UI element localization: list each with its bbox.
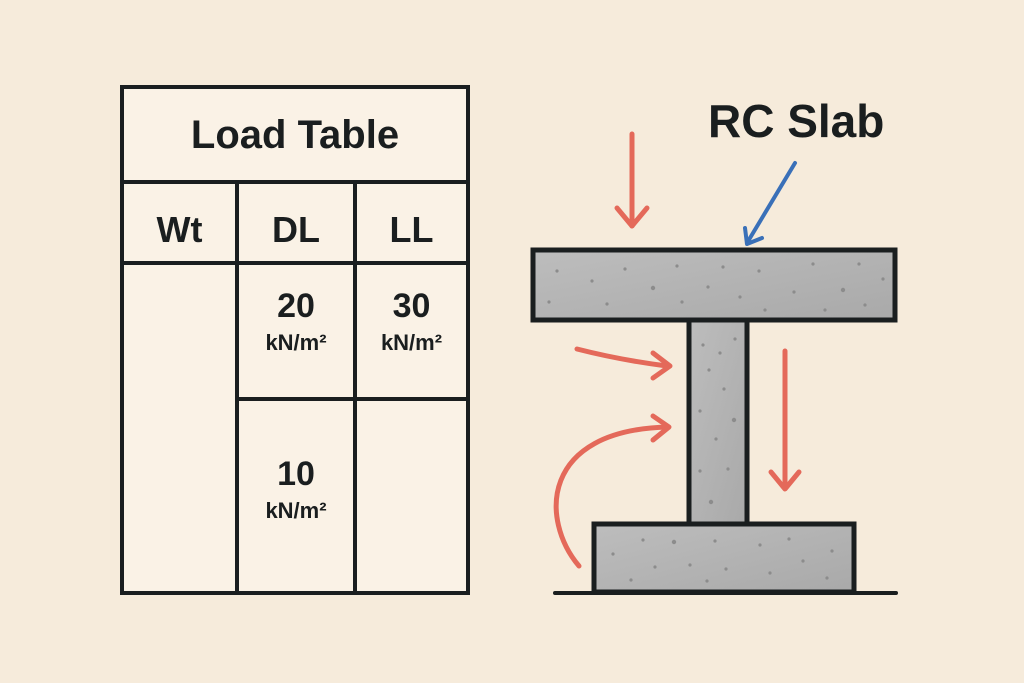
load-table: Load Table Wt DL LL 20 kN/m² 30 kN/m² 10… (120, 85, 470, 595)
dl-row2-value: 10 (277, 455, 315, 493)
rc-slab-label: RC Slab (708, 95, 885, 147)
header-ll: LL (389, 209, 434, 250)
ll-row1-unit: kN/m² (380, 330, 443, 355)
footing (591, 521, 857, 595)
slab-texture (547, 262, 885, 312)
ll-row1-value: 30 (392, 287, 431, 325)
column-divider-2 (353, 180, 357, 595)
dl-row1-value: 20 (277, 287, 315, 325)
table-title: Load Table (190, 113, 400, 157)
rc-slab (530, 247, 898, 323)
header-wt: Wt (156, 209, 203, 250)
title-divider (124, 180, 466, 184)
column (686, 316, 750, 527)
rc-slab-pointer-arrow (743, 161, 797, 246)
dl-row2-unit: kN/m² (265, 498, 327, 523)
slab-load-arrow (614, 131, 650, 229)
header-dl: DL (272, 209, 320, 250)
header-divider (124, 261, 466, 265)
curved-load-arrow (553, 413, 672, 569)
footing-texture (611, 537, 834, 583)
column-load-arrow (768, 348, 802, 492)
lateral-load-arrow (574, 346, 673, 381)
column-divider-1 (235, 180, 239, 595)
row-divider (237, 397, 466, 401)
dl-row1-unit: kN/m² (265, 330, 327, 355)
column-texture (698, 337, 737, 505)
